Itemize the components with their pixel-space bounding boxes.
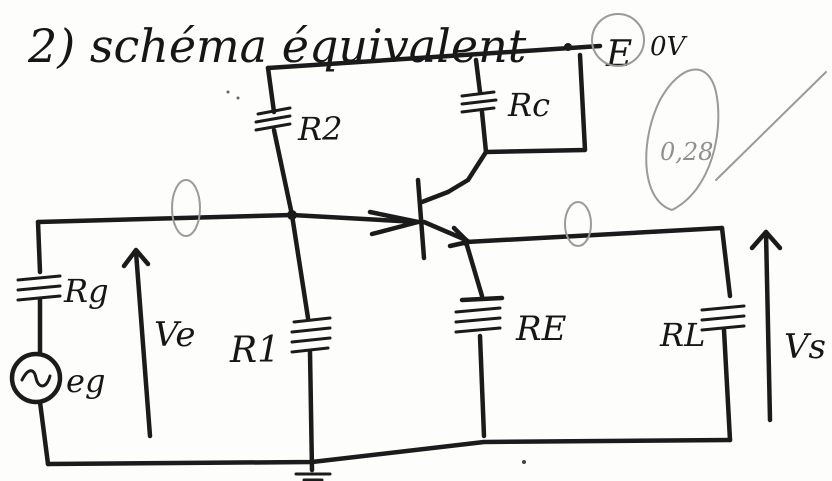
ground-symbol [294, 472, 332, 481]
rl-resistor [700, 304, 746, 332]
r1-wire-top [289, 212, 311, 321]
re-resistor [454, 306, 502, 334]
supply-node [564, 43, 572, 51]
vs-arrow-line [763, 229, 773, 423]
re-wire-top [463, 239, 485, 299]
base-arrow [367, 209, 421, 237]
rc-label: Rc [507, 86, 550, 124]
ac-source [9, 351, 63, 405]
pencil-loop [645, 68, 720, 212]
rl-label: RL [659, 316, 705, 354]
sine-icon [20, 369, 52, 388]
supply-rail [265, 43, 603, 71]
rc-resistor [460, 90, 498, 114]
rg-label: Rg [63, 272, 109, 310]
supply-label: E [605, 34, 632, 75]
rl-wire-top [719, 225, 733, 299]
r2-wire-top [265, 65, 277, 115]
ve-arrow-head [121, 247, 151, 269]
output-pencil-ellipse [564, 201, 592, 247]
re-resistor-top [459, 295, 505, 303]
base-pencil-ellipse [171, 179, 201, 237]
output-line [463, 225, 725, 245]
collector-wire [445, 149, 489, 195]
scan-speck [522, 460, 526, 464]
pencil-note: 0,28 [660, 138, 713, 166]
pencil-stroke [715, 71, 827, 181]
r2-wire-bottom [271, 127, 295, 218]
source-wire-bottom [37, 399, 51, 467]
supply-pencil-circle [591, 13, 645, 67]
r2-resistor [254, 106, 292, 132]
vs-arrow-head [749, 229, 783, 251]
ve-arrow-line [133, 249, 153, 439]
rl-wire-bottom [721, 327, 733, 443]
r1-wire-bottom [307, 349, 315, 473]
transistor-collector [419, 189, 451, 205]
r2-label: R2 [297, 110, 342, 148]
base-line [35, 212, 421, 225]
vs-label: Vs [784, 327, 826, 367]
ground-rail [45, 437, 733, 467]
source-wire-top [35, 219, 43, 275]
transistor-emitter [421, 219, 469, 243]
rg-resistor [16, 274, 62, 302]
r1-label: R1 [229, 330, 280, 371]
transistor-base-bar [415, 177, 427, 261]
re-wire-bottom [477, 333, 487, 439]
re-label: RE [515, 309, 567, 349]
eg-label: eg [66, 362, 105, 400]
r1-resistor [290, 316, 332, 354]
rc-loop-wire [479, 52, 588, 155]
supply-value: 0V [650, 32, 688, 62]
scan-speck [226, 90, 230, 94]
ve-label: Ve [154, 315, 196, 355]
scan-speck [236, 96, 240, 100]
schematic-title: 2) schéma équivalent [27, 19, 527, 73]
rc-wire-top [473, 57, 483, 95]
